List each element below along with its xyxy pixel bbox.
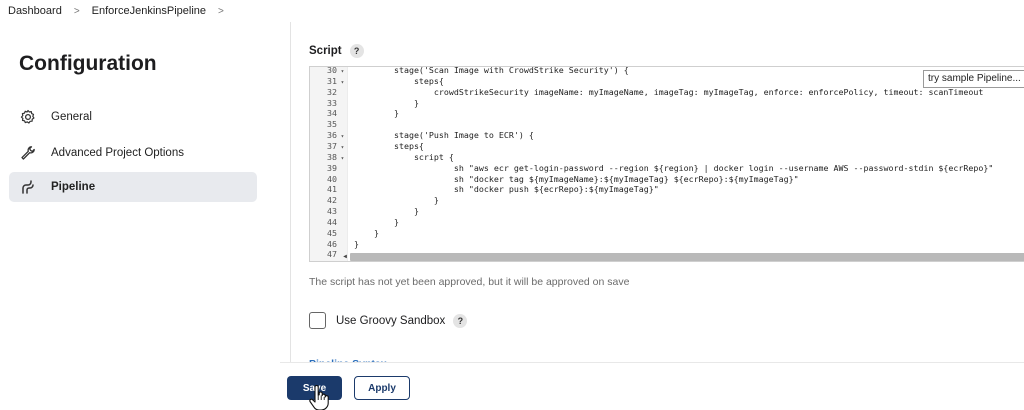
help-icon[interactable]: ?	[453, 313, 468, 328]
sidebar-item-label: Pipeline	[51, 181, 96, 193]
groovy-sandbox-label[interactable]: Use Groovy Sandbox	[336, 314, 446, 327]
code-line: 36 ▾ stage('Push Image to ECR') {	[310, 130, 1024, 141]
code-line: 32 crowdStrikeSecurity imageName: myImag…	[310, 87, 1024, 98]
code-line: 38 ▾ script {	[310, 152, 1024, 163]
sidebar-item-advanced-project-options[interactable]: Advanced Project Options	[9, 138, 257, 168]
code-text: crowdStrikeSecurity imageName: myImageNa…	[354, 86, 984, 97]
code-line: 45 }	[310, 228, 1024, 239]
code-text: }	[354, 227, 379, 238]
sidebar-item-general[interactable]: General	[9, 102, 257, 132]
breadcrumb-separator: >	[73, 5, 80, 17]
line-number: 35	[327, 119, 337, 130]
code-line: 44 }	[310, 217, 1024, 228]
sidebar-item-label: General	[51, 111, 92, 123]
breadcrumb-job[interactable]: EnforceJenkinsPipeline	[91, 5, 207, 17]
script-section-label: Script ?	[309, 44, 364, 58]
code-line: 47	[310, 249, 1024, 260]
sidebar: Configuration General Advanced Project O…	[0, 22, 270, 410]
code-text: }	[354, 108, 399, 119]
line-number: 38	[327, 151, 337, 162]
code-text: sh "aws ecr get-login-password --region …	[354, 162, 994, 173]
code-line: 40 sh "docker tag ${myImageName}:${myIma…	[310, 174, 1024, 185]
code-line: 33 }	[310, 98, 1024, 109]
sidebar-item-pipeline[interactable]: Pipeline	[9, 172, 257, 202]
line-number: 37	[327, 140, 337, 151]
code-text: script {	[354, 151, 454, 162]
line-number: 34	[327, 108, 337, 119]
hand-cursor-icon	[309, 385, 329, 410]
line-number: 43	[327, 206, 337, 217]
code-text: }	[354, 195, 439, 206]
groovy-sandbox-row: Use Groovy Sandbox ?	[309, 312, 468, 329]
line-number: 30	[327, 66, 337, 75]
line-number: 40	[327, 173, 337, 184]
code-text: steps{	[354, 140, 424, 151]
page-title: Configuration	[19, 52, 157, 75]
code-line: 39 sh "aws ecr get-login-password --regi…	[310, 163, 1024, 174]
breadcrumb-separator[interactable]: >	[218, 5, 224, 17]
groovy-sandbox-checkbox[interactable]	[309, 312, 326, 329]
line-number: 46	[327, 238, 337, 249]
line-number: 31	[327, 75, 337, 86]
code-line: 30 ▾ stage('Scan Image with CrowdStrike …	[310, 66, 1024, 76]
line-number: 36	[327, 130, 337, 141]
sidebar-item-label: Advanced Project Options	[51, 147, 184, 159]
code-line: 35	[310, 119, 1024, 130]
apply-button[interactable]: Apply	[354, 376, 410, 400]
code-text: stage('Scan Image with CrowdStrike Secur…	[354, 66, 629, 75]
fold-arrow-icon[interactable]: ▾	[337, 68, 345, 75]
help-icon[interactable]: ?	[349, 44, 364, 58]
fold-arrow-icon[interactable]: ▾	[337, 133, 345, 141]
line-number: 42	[327, 195, 337, 206]
code-line: 46}	[310, 239, 1024, 250]
code-text: }	[354, 238, 359, 249]
code-text: sh "docker push ${ecrRepo}:${myImageTag}…	[354, 184, 659, 195]
code-text: }	[354, 206, 419, 217]
line-number: 45	[327, 227, 337, 238]
code-text: stage('Push Image to ECR') {	[354, 130, 534, 141]
main-panel: Script ? 30 ▾ stage('Scan Image with Cro…	[290, 22, 1024, 410]
line-number: 41	[327, 184, 337, 195]
code-line: 43 }	[310, 206, 1024, 217]
script-editor[interactable]: 30 ▾ stage('Scan Image with CrowdStrike …	[309, 66, 1024, 262]
line-number: 39	[327, 162, 337, 173]
code-line: 31 ▾ steps{	[310, 76, 1024, 87]
breadcrumb-dashboard[interactable]: Dashboard	[8, 5, 62, 17]
code-text: steps{	[354, 75, 444, 86]
fold-arrow-icon[interactable]: ▾	[337, 154, 345, 162]
fold-arrow-icon[interactable]: ▾	[337, 143, 345, 151]
breadcrumb: Dashboard > EnforceJenkinsPipeline >	[0, 0, 1024, 22]
line-number: 44	[327, 216, 337, 227]
code-line: 42 }	[310, 195, 1024, 206]
script-label: Script	[309, 45, 342, 57]
try-sample-pipeline-dropdown[interactable]: try sample Pipeline...	[923, 70, 1024, 88]
approval-note: The script has not yet been approved, bu…	[309, 276, 630, 288]
code-text: }	[354, 216, 399, 227]
pipeline-icon	[19, 178, 37, 196]
fold-arrow-icon[interactable]: ▾	[337, 78, 345, 86]
line-number: 47	[327, 249, 337, 260]
wrench-icon	[19, 144, 37, 162]
code-text: sh "docker tag ${myImageName}:${myImageT…	[354, 173, 799, 184]
code-line: 34 }	[310, 108, 1024, 119]
bottom-action-bar: Save Apply	[280, 362, 1024, 410]
editor-gutter	[310, 67, 348, 261]
code-text: }	[354, 97, 419, 108]
line-number: 33	[327, 97, 337, 108]
horizontal-scrollbar[interactable]	[350, 253, 1024, 261]
gear-icon	[19, 108, 37, 126]
scroll-left-arrow-icon[interactable]: ◀	[343, 253, 347, 260]
line-number: 32	[327, 86, 337, 97]
code-line: 41 sh "docker push ${ecrRepo}:${myImageT…	[310, 184, 1024, 195]
code-line: 37 ▾ steps{	[310, 141, 1024, 152]
